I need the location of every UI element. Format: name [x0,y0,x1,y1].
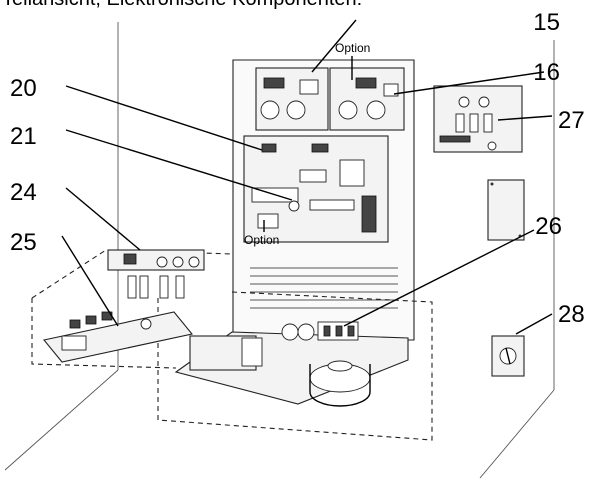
vent-slots [250,267,398,309]
callout-20: 20 [10,75,37,102]
callout-25: 25 [10,229,37,256]
option-label-top: Option [335,41,370,55]
power-supply-plate [174,323,409,405]
callout-28: 28 [558,301,585,328]
board-27 [433,85,523,153]
callout-26: 26 [535,213,562,240]
callout-27: 27 [558,107,585,134]
option-board-16 [329,67,405,131]
component-block-24 [107,249,205,299]
callout-24: 24 [10,179,37,206]
callout-21: 21 [10,123,37,150]
callout-16: 16 [533,59,560,86]
page-title: Teilansicht, Elektronische Komponenten: [2,0,362,11]
transformer-26 [309,321,371,407]
leader-lines [61,19,553,335]
switch-28 [491,335,525,377]
cover-plate [487,179,525,241]
cabinet-outline [4,22,555,479]
callout-15: 15 [533,9,560,36]
option-board-15 [255,67,329,131]
option-label-middle: Option [244,233,279,247]
main-control-board [243,135,389,243]
component-board-25 [43,311,193,363]
